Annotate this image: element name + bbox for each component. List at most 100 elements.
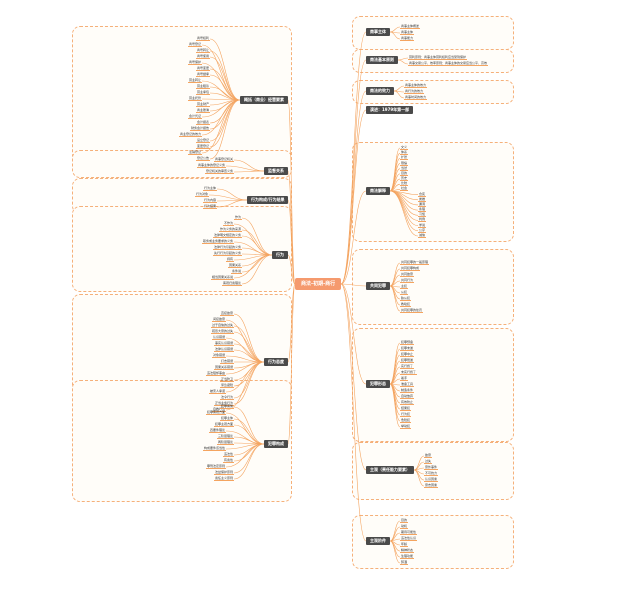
leaf-left-1-1: 商事主体的登记义务: [197, 163, 227, 168]
leaf-right-4-12: 条理: [418, 207, 427, 213]
link-central-right-6: [340, 283, 367, 385]
branch-right-2[interactable]: 商法的效力: [366, 87, 394, 95]
leaf-right-6-2: 犯罪中止: [400, 352, 415, 357]
branch-right-7[interactable]: 主观（责任能力要素）: [366, 466, 414, 474]
link-left-3-0: [241, 217, 273, 256]
leaf-right-6-6: 着手: [400, 376, 409, 381]
branch-left-1[interactable]: 监督关系: [264, 167, 288, 175]
link-central-right-4: [340, 190, 367, 285]
leaf-left-1-2: 登记机关的审查义务: [205, 169, 235, 174]
link-right-8-7: [389, 540, 401, 564]
leaf-right-4-3: 限缩: [400, 160, 409, 166]
leaf-left-4-10: 违法阻却事由: [206, 371, 227, 376]
leaf-left-4-15: 正当业务行为: [214, 401, 235, 406]
leaf-right-6-14: 举动犯: [400, 424, 412, 429]
leaf-left-5-9: 有责性: [223, 458, 235, 463]
link-left-2-3: [216, 199, 248, 208]
leaf-left-3-6: 先行行为引起的义务: [213, 251, 243, 256]
leaf-left-0-14: 会计报表: [196, 120, 211, 125]
leaf-left-5-12: 责任主义原则: [214, 476, 235, 481]
leaf-left-5-3: 犯罪主观方面: [214, 422, 235, 427]
leaf-right-6-12: 行为犯: [400, 412, 412, 417]
branch-left-2[interactable]: 行为构成/行为结果: [247, 196, 289, 204]
link-left-0-3: [209, 56, 241, 101]
leaf-right-5-2: 共同故意: [400, 272, 415, 277]
leaf-left-0-11: 营业财产: [196, 102, 211, 107]
leaf-left-0-2: 商号转让: [196, 48, 211, 53]
leaf-left-2-1: 行为对象: [195, 192, 210, 197]
leaf-left-3-7: 持有: [226, 257, 235, 262]
leaf-right-4-6: 历史: [400, 176, 409, 182]
link-central-left-5: [287, 283, 296, 445]
leaf-right-5-1: 共同犯罪构成: [400, 266, 421, 271]
link-left-0-0: [209, 38, 241, 101]
link-right-0-0: [389, 26, 401, 33]
leaf-right-4-9: 合宪: [418, 191, 427, 197]
leaf-right-6-7: 准备工具: [400, 382, 415, 387]
leaf-right-7-0: 故意: [424, 453, 433, 458]
leaf-left-0-7: 营业转让: [188, 78, 203, 83]
branch-right-6[interactable]: 犯罪形态: [366, 380, 390, 388]
leaf-left-2-3: 行为结果: [203, 204, 218, 209]
leaf-left-3-11: 客观归责理论: [222, 281, 243, 286]
leaf-left-0-8: 营业租赁: [196, 84, 211, 89]
link-central-left-4: [287, 283, 296, 363]
leaf-left-0-4: 商号保护: [188, 60, 203, 65]
leaf-left-0-3: 商号使用: [196, 54, 211, 59]
link-left-4-14: [233, 361, 265, 399]
leaf-right-7-1: 过失: [424, 459, 433, 464]
link-central-right-2: [340, 90, 367, 285]
link-left-0-5: [209, 68, 241, 101]
link-central-right-3: [340, 109, 367, 285]
leaf-left-3-3: 法律明文规定的义务: [213, 233, 243, 238]
group-right-6: [352, 328, 514, 442]
branch-right-0[interactable]: 商事主体: [366, 28, 390, 36]
leaf-right-4-8: 社会: [400, 186, 409, 192]
branch-left-0[interactable]: 概括（商业）经营要素: [240, 96, 288, 104]
leaf-right-0-1: 商事主体: [400, 30, 415, 35]
leaf-right-8-4: 年龄: [400, 542, 409, 547]
branch-right-1[interactable]: 商法基本原则: [366, 56, 398, 64]
leaf-right-8-3: 违法性认识: [400, 536, 418, 541]
link-right-4-17: [389, 190, 419, 237]
link-left-0-14: [209, 99, 241, 124]
leaf-right-7-3: 不可抗力: [424, 471, 439, 476]
link-right-4-12: [389, 190, 419, 211]
leaf-left-3-5: 法律行为引起的义务: [213, 245, 243, 250]
leaf-right-4-11: 漏洞: [418, 201, 427, 207]
link-right-4-16: [389, 190, 419, 232]
link-right-8-0: [389, 520, 401, 542]
leaf-left-3-9: 条件说: [231, 269, 243, 274]
branch-right-5[interactable]: 共同犯罪: [366, 282, 390, 290]
group-left-3: [72, 206, 292, 292]
branch-left-3[interactable]: 行为: [272, 251, 288, 259]
leaf-right-4-13: 习惯: [418, 212, 427, 218]
leaf-left-4-12: 紧急避险: [220, 383, 235, 388]
leaf-left-5-8: 违法性: [223, 452, 235, 457]
leaf-left-0-6: 商号继承: [196, 72, 211, 77]
leaf-right-5-4: 主犯: [400, 284, 409, 289]
branch-right-8[interactable]: 主观阶件: [366, 537, 390, 545]
link-left-5-3: [233, 424, 265, 445]
leaf-right-6-10: 有效防止: [400, 400, 415, 405]
branch-right-4[interactable]: 商法解释: [366, 187, 390, 195]
leaf-left-5-5: 三阶层理论: [217, 434, 235, 439]
link-right-6-2: [389, 354, 401, 385]
leaf-left-5-6: 两阶层理论: [217, 440, 235, 445]
link-left-0-17: [209, 99, 241, 142]
leaf-right-2-1: 商行为的效力: [404, 89, 425, 94]
link-central-left-2: [287, 199, 296, 285]
leaf-left-5-7: 构成要件该当性: [203, 446, 227, 451]
leaf-left-4-5: 事实认识错误: [214, 341, 235, 346]
central-topic[interactable]: 商法-初期-商行: [295, 278, 342, 290]
branch-left-4[interactable]: 行为态度: [264, 358, 288, 366]
leaf-right-7-4: 认识因素: [424, 477, 439, 482]
leaf-right-4-16: 公序: [418, 227, 427, 233]
leaf-right-6-4: 实行终了: [400, 364, 415, 369]
link-right-2-0: [393, 85, 405, 92]
link-left-4-3: [233, 331, 265, 363]
branch-left-5[interactable]: 犯罪构成: [264, 440, 288, 448]
leaf-left-2-2: 行为内容: [203, 198, 218, 203]
branch-right-3[interactable]: 演进：1979年第一部: [366, 106, 414, 114]
